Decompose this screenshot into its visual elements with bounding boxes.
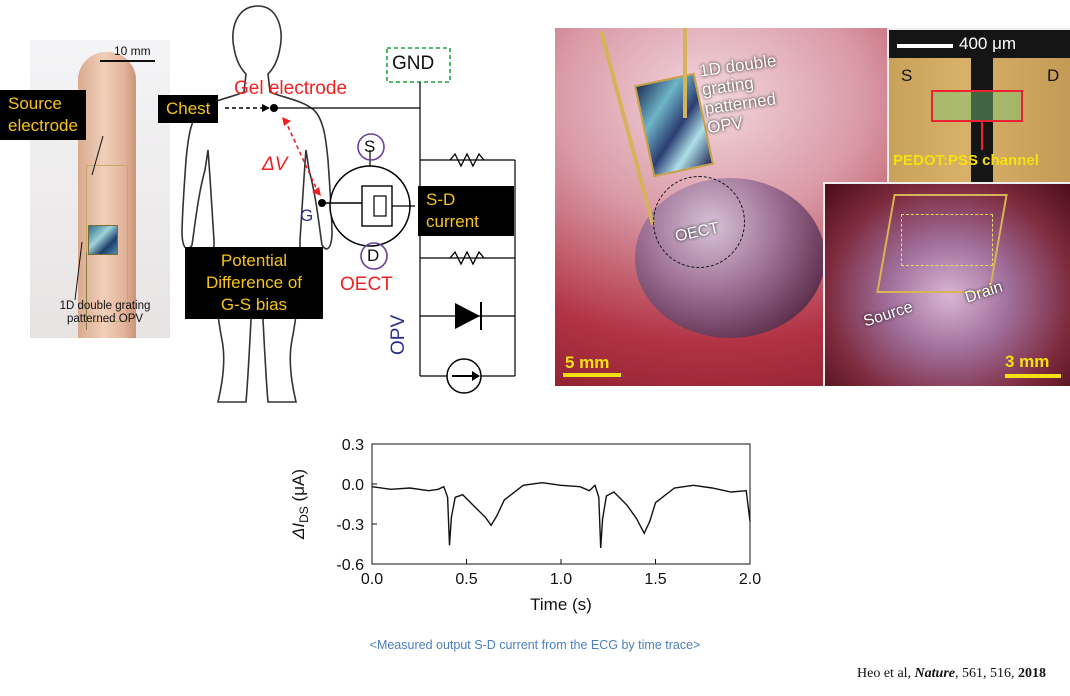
chest-arrowhead — [262, 104, 270, 112]
channel-inset: 400 μm S D PEDOT:PSS channel — [887, 28, 1070, 184]
source-label: Source — [861, 298, 915, 331]
citation-journal: Nature — [914, 666, 955, 681]
x-tick-label: 2.0 — [739, 571, 761, 588]
figure-caption: <Measured output S-D current from the EC… — [369, 638, 701, 652]
plot-frame — [371, 443, 751, 565]
sd-current-label: S-D current — [418, 186, 514, 236]
x-axis-label: Time (s) — [530, 595, 592, 614]
oect-circle — [653, 176, 745, 268]
potential-difference-label: Potential Difference of G-S bias — [185, 247, 323, 319]
tissue-opv-label: 1D double grating patterned OPV — [698, 51, 785, 137]
source-terminal-label: S — [364, 137, 376, 156]
oect-gate — [373, 195, 387, 217]
s-terminal-circle — [357, 133, 385, 161]
scale-bar-400um — [897, 44, 953, 48]
y-tick-label: -0.6 — [336, 557, 364, 574]
opv-caption-line1: 1D double grating — [59, 300, 151, 312]
opv-label: OPV — [388, 314, 409, 355]
scale-bar-label: 10 mm — [114, 44, 151, 58]
delta-v-arrow — [284, 119, 319, 193]
x-tick-label: 1.0 — [550, 571, 572, 588]
opv-pointer — [74, 241, 83, 301]
wire — [86, 252, 87, 330]
gnd-label: GND — [392, 53, 435, 74]
delta-v-arrowhead-top — [282, 117, 291, 126]
scale-bar-5mm — [563, 373, 621, 377]
gnd-box — [386, 47, 451, 83]
resistor-1 — [449, 152, 485, 168]
citation-authors: Heo et al, — [857, 666, 915, 681]
source-label-line1: Source — [8, 94, 62, 113]
scale-3mm-label: 3 mm — [1005, 352, 1050, 371]
d-terminal-circle — [360, 242, 388, 270]
potential-line1: Potential — [220, 251, 288, 270]
delta-v-label: ΔV — [262, 154, 288, 175]
ecg-trace — [371, 481, 751, 549]
finger-photo: 10 mm — [30, 40, 170, 338]
x-tick-label: 1.5 — [644, 571, 666, 588]
finger — [78, 52, 136, 338]
tissue-photo: 1D double grating patterned OPV OECT 5 m… — [555, 28, 1070, 386]
x-tick-label: 0.5 — [455, 571, 477, 588]
potential-line3: G-S bias — [220, 295, 288, 314]
electrode-strip-right — [683, 28, 687, 118]
gate-label: G — [300, 206, 314, 225]
sd-line1: S-D — [426, 190, 456, 209]
sd-line2: current — [426, 212, 479, 231]
channel-pointer — [981, 122, 983, 150]
delta-v-arrowhead-bottom — [312, 187, 321, 196]
citation-year: 2018 — [1018, 666, 1046, 681]
x-tick-label: 0.0 — [361, 571, 383, 588]
y-axis-label: ΔIDS (μA) — [289, 469, 311, 540]
citation: Heo et al, Nature, 561, 516, 2018 — [857, 666, 1046, 682]
opv-caption: 1D double grating patterned OPV — [38, 300, 172, 326]
potential-line2: Difference of — [205, 273, 303, 292]
scale-5mm-label: 5 mm — [565, 353, 610, 372]
scale-bar-3mm — [1005, 374, 1061, 378]
y-tick-label: 0.3 — [342, 437, 364, 454]
diode — [455, 303, 480, 329]
inset-d-label: D — [1047, 66, 1060, 85]
heart-inset: Source Drain 3 mm — [823, 182, 1070, 386]
device-frame — [86, 165, 128, 322]
y-tick-label: 0.0 — [342, 477, 364, 494]
source-pointer — [91, 135, 104, 176]
citation-details: , 561, 516, — [955, 666, 1018, 681]
channel-label: PEDOT:PSS channel — [893, 152, 1039, 169]
opv-caption-line2: patterned OPV — [66, 313, 144, 325]
resistor-2 — [449, 250, 485, 266]
drain-terminal-label: D — [367, 246, 380, 265]
gel-electrode-label: Gel electrode — [234, 78, 348, 99]
chest-label: Chest — [158, 95, 219, 123]
current-source-arrowhead — [472, 371, 480, 381]
source-electrode-label: Source electrode — [0, 90, 86, 140]
channel-highlight — [931, 90, 1023, 122]
scale-400um-label: 400 μm — [959, 34, 1017, 53]
opv-device — [88, 225, 118, 255]
inset-channel-outline — [901, 214, 993, 266]
source-label-line2: electrode — [8, 116, 78, 135]
inset-s-label: S — [901, 66, 913, 85]
y-tick-label: -0.3 — [336, 517, 364, 534]
oect-label: OECT — [340, 274, 393, 295]
scale-bar — [100, 60, 155, 62]
human-silhouette — [181, 5, 333, 403]
